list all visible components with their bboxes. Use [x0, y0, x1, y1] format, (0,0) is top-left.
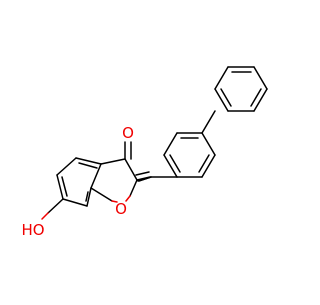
biphenyl-bond	[201, 110, 216, 134]
molecule-diagram: O O HO	[21, 66, 268, 239]
structure-canvas: O O HO	[21, 66, 268, 239]
hydroxyl-bond	[47, 198, 64, 214]
benzo-ring	[56, 157, 102, 207]
exocyclic-double-bond-inner	[135, 171, 150, 176]
carbonyl-oxygen-label: O	[122, 124, 134, 142]
carbonyl-group	[124, 141, 132, 160]
furanone-ring	[90, 158, 138, 203]
phenyl-ring-middle	[163, 132, 216, 178]
phenyl-ring-top	[214, 66, 268, 112]
hydroxyl-label: HO	[21, 221, 44, 239]
hydroxyl-bond-o	[41, 212, 49, 220]
exocyclic-double-bond	[136, 176, 151, 181]
ring-oxygen-label: O	[115, 200, 127, 218]
